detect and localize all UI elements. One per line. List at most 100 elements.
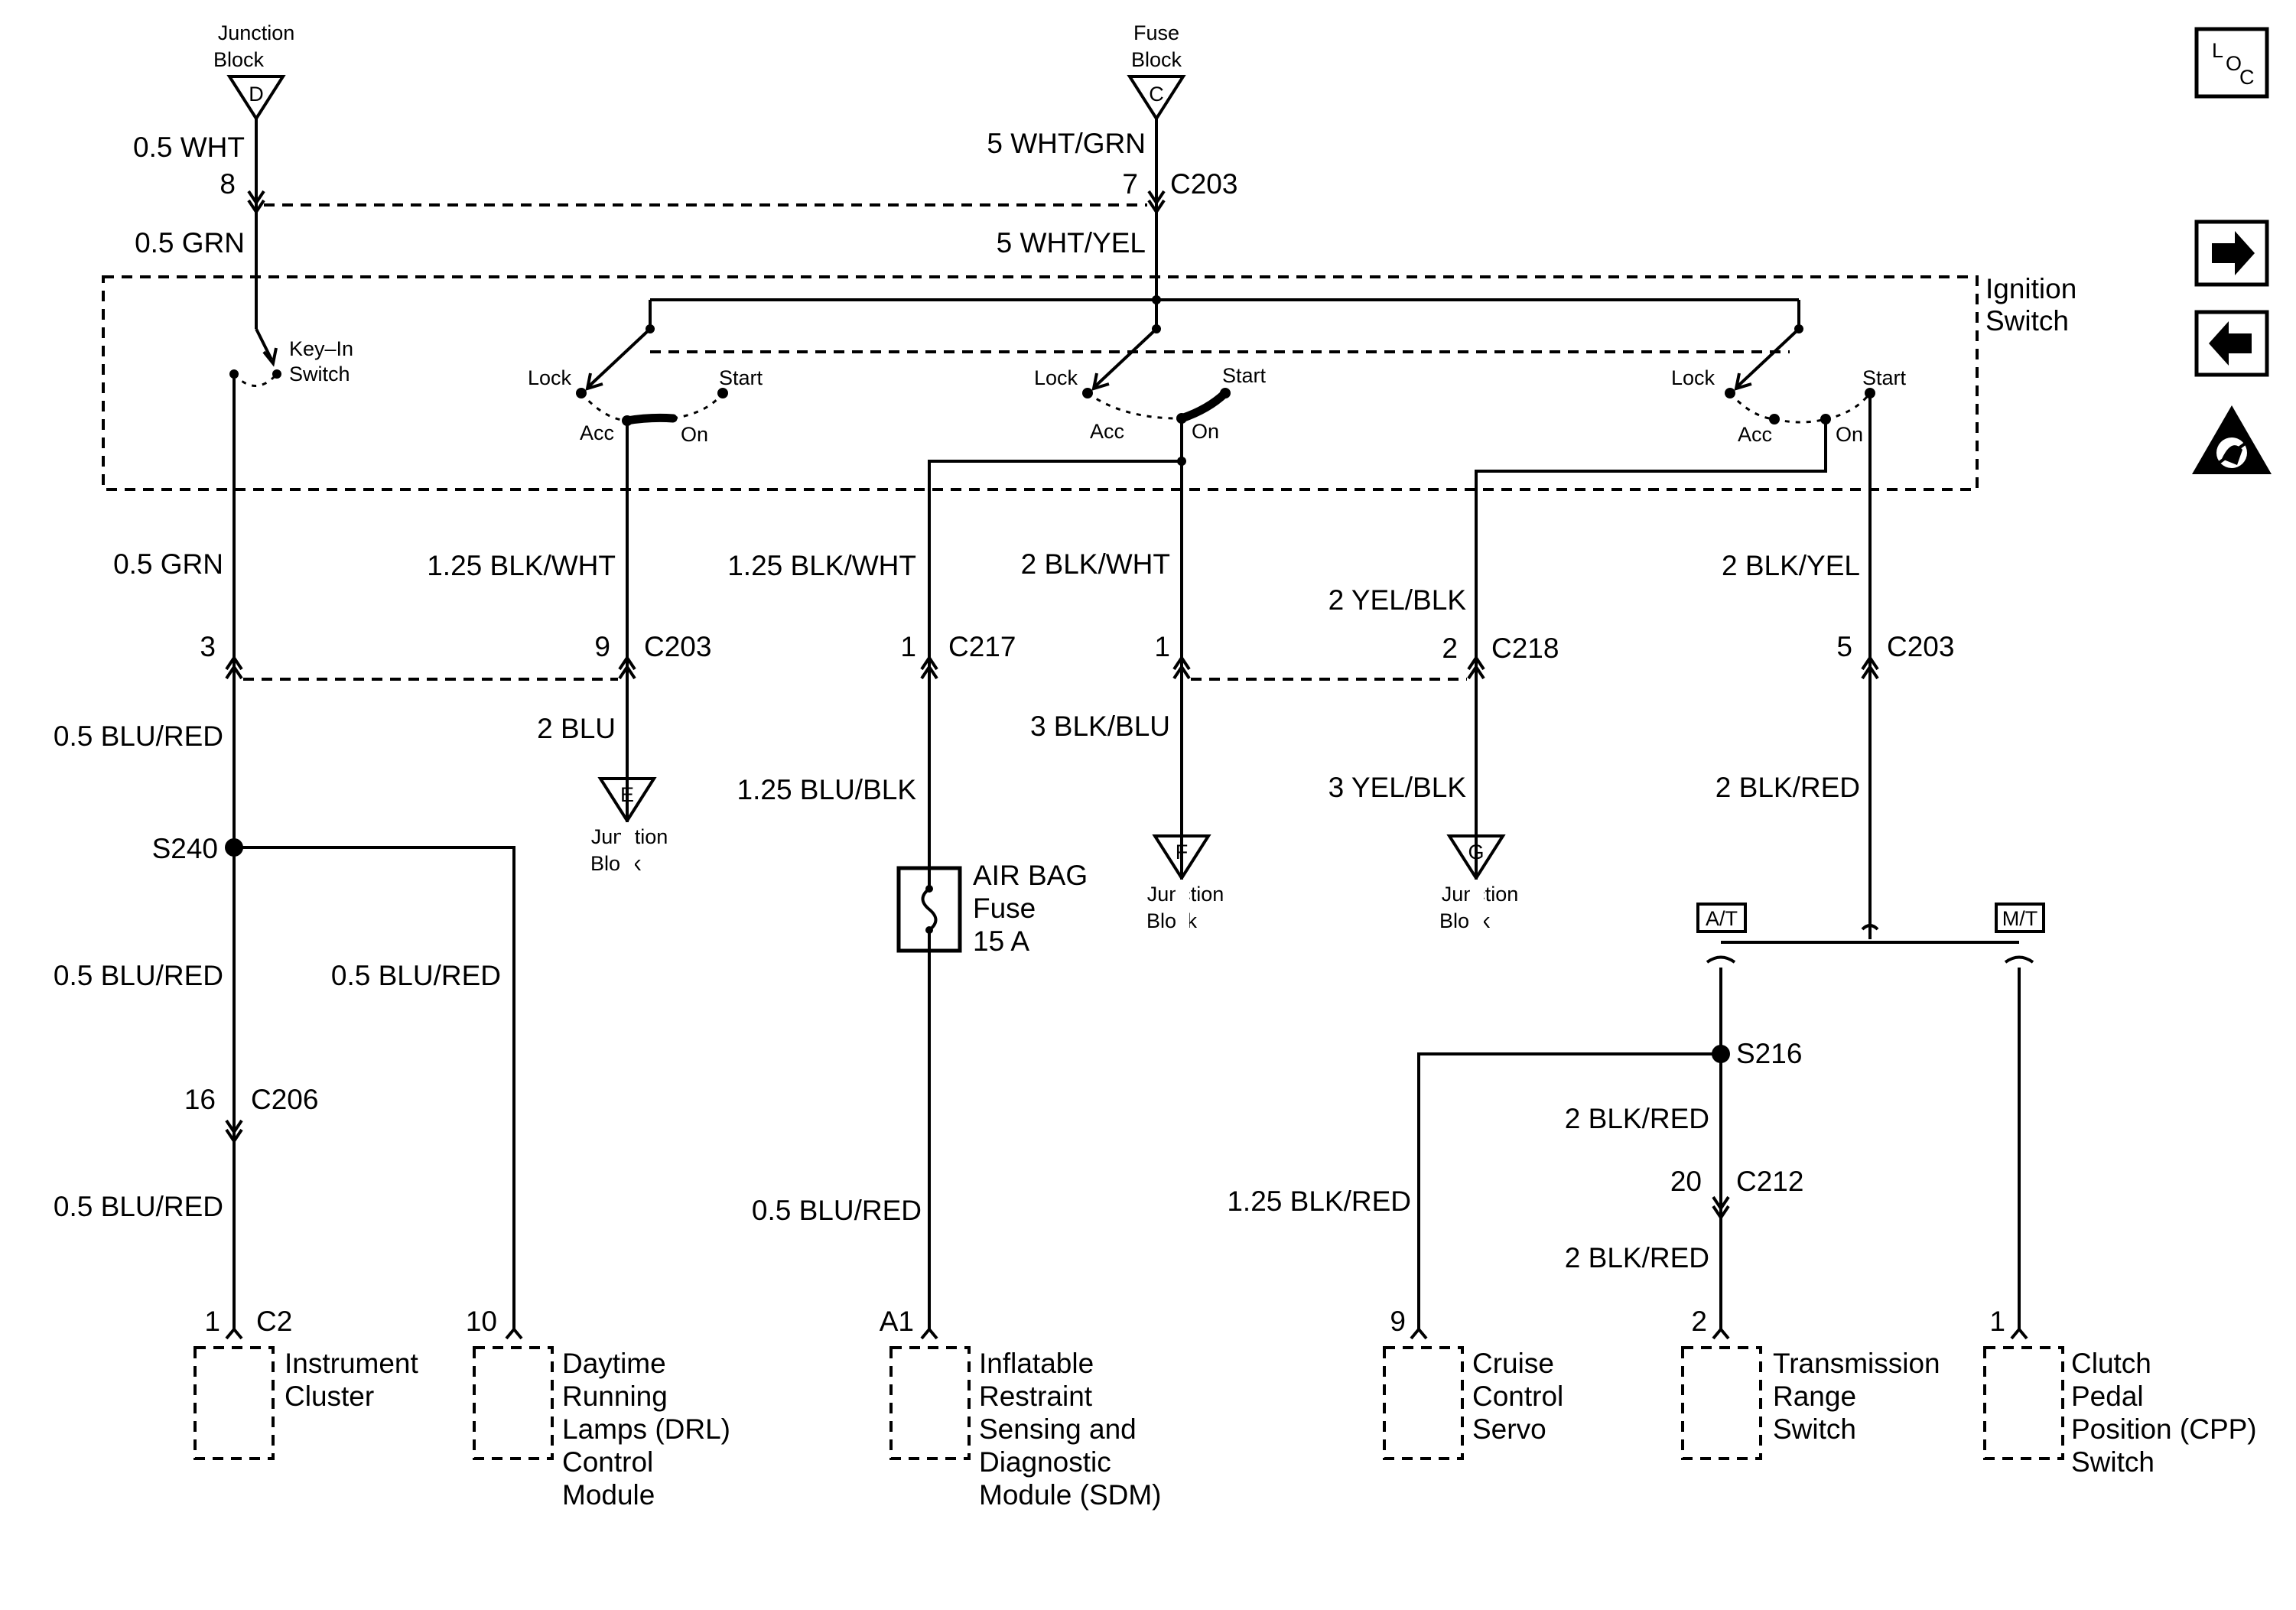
component-name: Diagnostic bbox=[979, 1446, 1111, 1478]
option-label: M/T bbox=[2002, 907, 2038, 930]
splice-label: S240 bbox=[152, 833, 218, 864]
option-label: A/T bbox=[1706, 907, 1738, 930]
wire-label: 3 YEL/BLK bbox=[1328, 772, 1467, 803]
fuse-block-label: Block bbox=[1131, 48, 1182, 71]
pin-number: 1 bbox=[204, 1306, 220, 1337]
ignition-switch-contact-2: Lock Start Acc On bbox=[1034, 327, 1267, 443]
junction-block-label: Junction bbox=[218, 21, 295, 44]
pin-number: 1 bbox=[1154, 631, 1170, 662]
connector-label: C212 bbox=[1736, 1166, 1803, 1197]
component-name: Switch bbox=[2071, 1446, 2155, 1478]
esd-warning-icon bbox=[2192, 405, 2272, 474]
wire-label: 1.25 BLK/WHT bbox=[727, 550, 916, 581]
ignition-switch-contact-3: Lock Start Acc On bbox=[1671, 327, 1907, 446]
position-label: Start bbox=[1222, 364, 1267, 387]
wire-label: 1.25 BLK/RED bbox=[1227, 1186, 1411, 1217]
component-name: Restraint bbox=[979, 1381, 1093, 1412]
component-name: Lamps (DRL) bbox=[562, 1413, 730, 1445]
loc-icon[interactable]: L O C bbox=[2194, 27, 2269, 99]
pin-number: 3 bbox=[200, 631, 216, 662]
connector-label: C203 bbox=[1887, 631, 1954, 662]
pin-number: 1 bbox=[900, 631, 916, 662]
fuse-block-label: Fuse bbox=[1133, 21, 1179, 44]
wire-label: 1.25 BLK/WHT bbox=[427, 550, 616, 581]
pin-number: 2 bbox=[1442, 633, 1458, 664]
junction-letter: F bbox=[1176, 841, 1189, 864]
ignition-switch-contact-1: Lock Start Acc On bbox=[528, 327, 763, 446]
component-name: Range bbox=[1773, 1381, 1856, 1412]
component-name: Control bbox=[1472, 1381, 1563, 1412]
pin-number: 10 bbox=[466, 1306, 497, 1337]
svg-text:O: O bbox=[2226, 52, 2242, 75]
position-label: Start bbox=[719, 366, 763, 389]
switch-label: Key–In bbox=[289, 337, 353, 360]
pin-number: A1 bbox=[880, 1306, 914, 1337]
junction-letter: D bbox=[249, 83, 264, 106]
wire-label: 2 BLK/RED bbox=[1565, 1242, 1709, 1273]
fuse-letter: C bbox=[1149, 83, 1164, 106]
component-name: Cluster bbox=[285, 1381, 374, 1412]
connector-label: C218 bbox=[1491, 633, 1559, 664]
junction-letter: G bbox=[1468, 841, 1484, 864]
wire-label: 2 YEL/BLK bbox=[1328, 584, 1467, 616]
ignition-switch-housing bbox=[102, 275, 1979, 491]
transmission-range-switch: 2 Transmission Range Switch bbox=[1681, 1306, 1940, 1460]
component-name: Clutch bbox=[2071, 1348, 2151, 1379]
pin-number: 8 bbox=[220, 168, 236, 200]
pin-number: 9 bbox=[594, 631, 610, 662]
arrow-left-icon[interactable] bbox=[2194, 310, 2269, 377]
component-name: Position (CPP) bbox=[2071, 1413, 2257, 1445]
ignition-switch-title: Ignition bbox=[1985, 273, 2076, 304]
transmission-option: A/T M/T bbox=[1696, 903, 2045, 964]
position-label: On bbox=[1192, 420, 1219, 443]
junction-letter: E bbox=[620, 783, 634, 806]
ignition-switch-title: Switch bbox=[1985, 305, 2069, 337]
wire-label: 2 BLK/RED bbox=[1565, 1103, 1709, 1134]
pin-number: 7 bbox=[1122, 168, 1138, 200]
connector-label: C206 bbox=[251, 1084, 318, 1115]
component-name: Pedal bbox=[2071, 1381, 2144, 1412]
position-label: Acc bbox=[1090, 420, 1124, 443]
connector-label: C217 bbox=[948, 631, 1016, 662]
pin-number: 20 bbox=[1670, 1166, 1702, 1197]
pin-number: 2 bbox=[1691, 1306, 1707, 1337]
component-name: Module (SDM) bbox=[979, 1479, 1162, 1511]
wire-label: 5 WHT/YEL bbox=[997, 227, 1146, 259]
fuse-block-c: Fuse Block C bbox=[1127, 21, 1186, 122]
wire-label: 0.5 BLU/RED bbox=[54, 960, 223, 991]
component-name: Instrument bbox=[285, 1348, 419, 1379]
junction-block-label: Block bbox=[213, 48, 265, 71]
component-name: Running bbox=[562, 1381, 668, 1412]
component-name: Cruise bbox=[1472, 1348, 1554, 1379]
switch-label: Switch bbox=[289, 363, 350, 385]
wire-label: 0.5 GRN bbox=[135, 227, 245, 259]
component-name: Module bbox=[562, 1479, 655, 1511]
wire-label: 3 BLK/BLU bbox=[1030, 711, 1170, 742]
svg-text:L: L bbox=[2212, 39, 2223, 62]
component-name: Switch bbox=[1773, 1413, 1856, 1445]
wire-label: 0.5 GRN bbox=[113, 548, 223, 580]
pin-number: 16 bbox=[184, 1084, 216, 1115]
cruise-control-servo: 9 Cruise Control Servo bbox=[1383, 1306, 1563, 1460]
position-label: Lock bbox=[1034, 366, 1078, 389]
position-label: Acc bbox=[580, 421, 614, 444]
wire-label: 2 BLK/RED bbox=[1715, 772, 1860, 803]
wire-label: 5 WHT/GRN bbox=[987, 128, 1146, 159]
arrow-right-icon[interactable] bbox=[2194, 220, 2269, 287]
splice-label: S216 bbox=[1736, 1038, 1802, 1069]
sdm-module: A1 Inflatable Restraint Sensing and Diag… bbox=[880, 1306, 1162, 1511]
connector-label: C203 bbox=[1170, 168, 1237, 200]
component-name: Daytime bbox=[562, 1348, 666, 1379]
connector-label: C2 bbox=[256, 1306, 292, 1337]
wire-label: 2 BLU bbox=[537, 713, 616, 744]
instrument-cluster: 1 C2 Instrument Cluster bbox=[194, 1306, 419, 1460]
component-name: Inflatable bbox=[979, 1348, 1094, 1379]
fuse-label: Fuse bbox=[973, 893, 1036, 924]
junction-block-label: Block bbox=[1146, 909, 1198, 932]
component-name: Transmission bbox=[1773, 1348, 1940, 1379]
position-label: Lock bbox=[1671, 366, 1715, 389]
component-name: Sensing and bbox=[979, 1413, 1137, 1445]
wire-label: 0.5 BLU/RED bbox=[54, 1191, 223, 1222]
position-label: Start bbox=[1862, 366, 1907, 389]
